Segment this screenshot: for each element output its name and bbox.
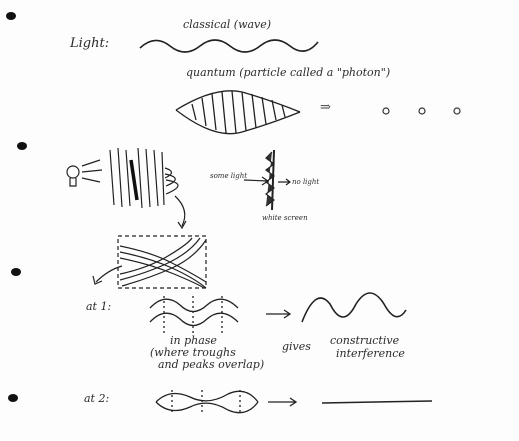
photon-dot-3 <box>454 108 460 114</box>
wave-packet-sketch <box>176 91 300 134</box>
screen-fringe-sketch <box>244 150 290 210</box>
crossing-waves-sketch <box>93 236 206 288</box>
white-screen-label: white screen <box>262 214 308 222</box>
bullet-dot-3 <box>11 268 21 276</box>
at2-label: at 2: <box>84 392 109 405</box>
no-light-label: no light <box>292 178 319 186</box>
in-phase-waves-sketch <box>150 296 290 336</box>
and-peaks-label: and peaks overlap) <box>158 358 264 371</box>
light-bulb-sketch <box>67 160 102 186</box>
flat-result-line <box>322 401 432 403</box>
bullet-dot-2 <box>17 142 27 150</box>
constructive-label: constructive <box>330 334 399 347</box>
some-light-label: some light <box>210 172 247 180</box>
at1-label: at 1: <box>86 300 111 313</box>
photon-dot-2 <box>419 108 425 114</box>
light-label: Light: <box>70 36 109 51</box>
photon-dot-1 <box>383 108 389 114</box>
arrow-symbol: ⇒ <box>320 100 331 115</box>
quantum-label: quantum (particle called a "photon") <box>186 66 390 79</box>
interference-label: interference <box>336 347 405 360</box>
constructive-wave-sketch <box>302 293 406 322</box>
classical-label: classical (wave) <box>183 18 271 31</box>
double-slit-sketch <box>110 148 186 228</box>
classical-wave-sketch <box>140 40 318 52</box>
gives-label: gives <box>282 340 311 353</box>
out-of-phase-waves-sketch <box>156 390 296 414</box>
bullet-dot-1 <box>6 12 16 20</box>
bullet-dot-4 <box>8 394 18 402</box>
